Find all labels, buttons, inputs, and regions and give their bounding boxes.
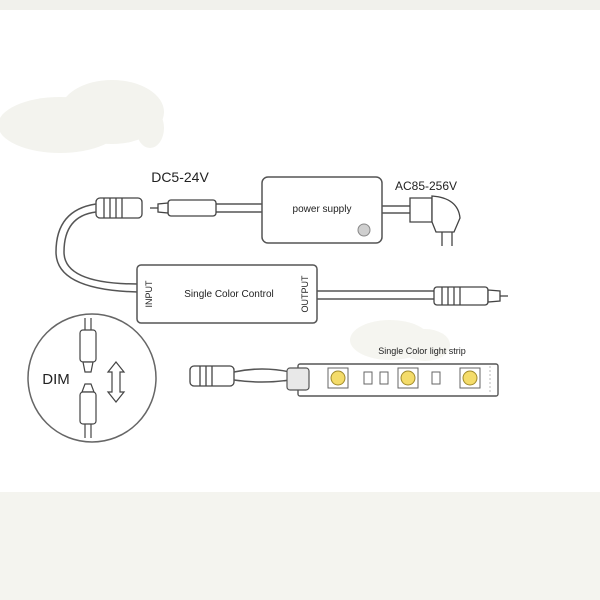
mains-voltage-label: AC85-256V	[395, 179, 457, 193]
bottom-band	[0, 492, 600, 600]
dim-label: DIM	[42, 371, 70, 388]
dc-plug-icon	[150, 199, 217, 217]
light-strip: Single Color light strip	[286, 346, 499, 397]
input-cable	[55, 203, 139, 293]
strip-cable	[233, 368, 291, 383]
output-plug-icon	[433, 286, 508, 306]
controller-label: Single Color Control	[184, 289, 274, 300]
input-port-label: INPUT	[144, 280, 154, 308]
dc-cable-top	[215, 203, 262, 213]
top-band	[0, 0, 600, 10]
led-chip-2	[397, 367, 419, 389]
resistor-2	[431, 371, 441, 385]
strip-label: Single Color light strip	[378, 346, 466, 356]
input-voltage-label: DC5-24V	[151, 169, 209, 185]
led-chip-1	[327, 367, 349, 389]
cloud-shape-left	[0, 80, 164, 153]
power-supply-label: power supply	[293, 204, 352, 215]
output-port-label: OUTPUT	[300, 275, 310, 313]
up-down-arrow-icon	[106, 361, 126, 403]
power-supply-box: power supply	[261, 176, 383, 244]
dc-jack-icon	[95, 197, 143, 219]
controller-box: Single Color Control INPUT OUTPUT	[136, 264, 318, 324]
resistor-1	[363, 371, 389, 385]
strip-jack-icon	[189, 365, 235, 387]
output-cable	[317, 290, 436, 300]
led-chip-3	[459, 367, 481, 389]
ac-cable	[382, 205, 412, 214]
dim-jack-icon	[79, 383, 97, 438]
dim-plug-icon	[79, 318, 97, 373]
ac-plug-icon	[409, 195, 461, 246]
dim-callout: DIM	[27, 313, 157, 443]
cloud-shape-right	[350, 320, 450, 361]
